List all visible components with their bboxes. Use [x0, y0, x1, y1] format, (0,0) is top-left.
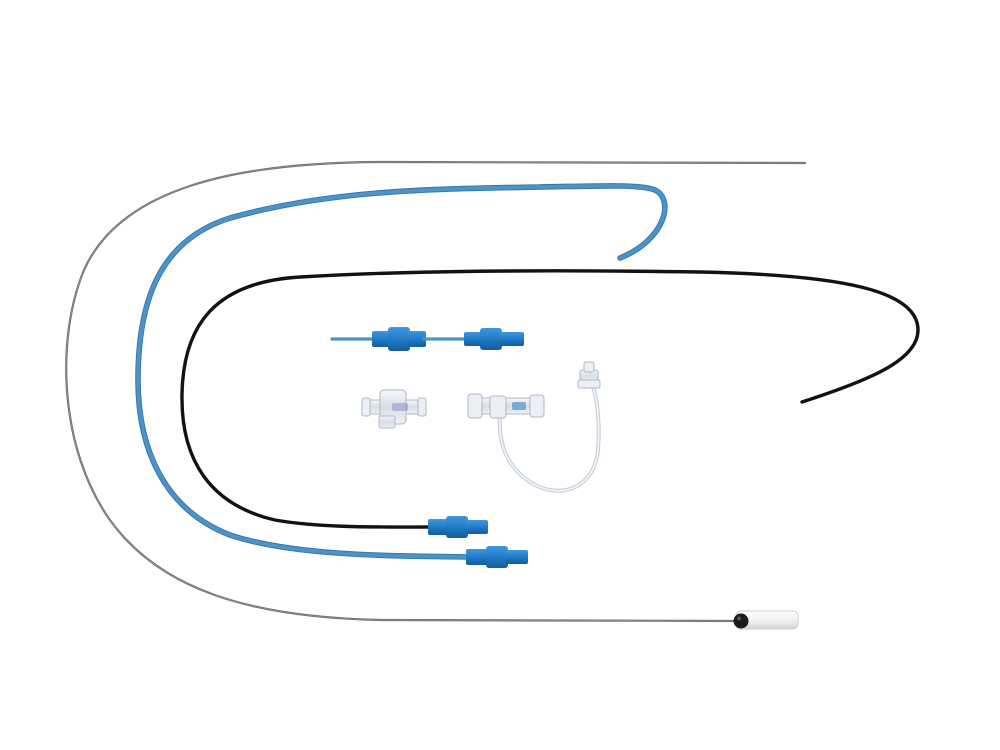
blue-catheter — [135, 183, 668, 568]
black-knob-highlight — [737, 616, 741, 621]
short-dilator — [330, 327, 524, 351]
guidewire-path — [65, 160, 807, 623]
black-catheter-tube — [180, 269, 920, 529]
t-connector-extension — [467, 361, 601, 493]
black-catheter-hub — [428, 516, 488, 538]
blue-catheter-body — [136, 183, 667, 559]
blue-catheter-hub — [466, 546, 528, 568]
black-knob — [733, 613, 749, 629]
extension-end-connector — [577, 361, 601, 389]
extension-line — [497, 378, 601, 493]
black-catheter — [180, 269, 920, 538]
dilator-hub-left — [372, 327, 426, 351]
guidewire-handle — [733, 610, 799, 630]
guidewire-highlight — [65, 161, 806, 622]
guidewire — [65, 160, 807, 630]
stopcock-valve — [361, 389, 427, 429]
dilator-hub-right — [464, 328, 524, 350]
